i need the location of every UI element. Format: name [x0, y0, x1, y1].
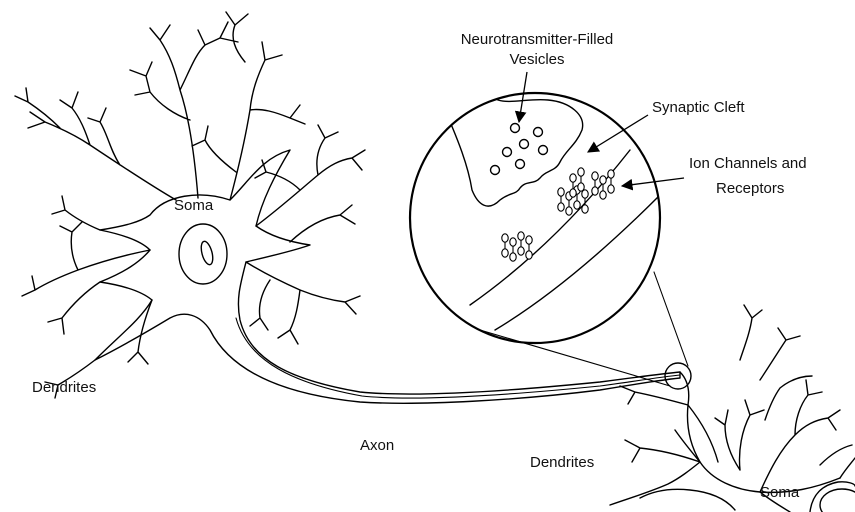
right-neuron: [610, 305, 855, 512]
label-ion-channels-line2: Receptors: [716, 180, 784, 197]
label-dendrites-right: Dendrites: [530, 454, 594, 471]
receptors: [502, 168, 614, 261]
label-ion-channels-line1: Ion Channels and: [689, 155, 807, 172]
synapse-magnified: [410, 80, 660, 343]
label-soma-left: Soma: [174, 197, 214, 214]
label-soma-right: Soma: [760, 484, 800, 501]
synaptic-cleft-arrow: [588, 115, 648, 152]
postsynaptic-membrane: [470, 150, 630, 305]
left-dendrites-upper: [15, 12, 305, 200]
label-synaptic-cleft: Synaptic Cleft: [652, 99, 745, 116]
label-vesicles-line1: Neurotransmitter-Filled: [461, 31, 614, 48]
right-soma-body: [610, 372, 840, 512]
left-nucleus: [179, 224, 227, 284]
vesicles: [491, 124, 548, 175]
presynaptic-terminal: [445, 80, 583, 206]
label-dendrites-left: Dendrites: [32, 379, 96, 396]
vesicles-arrow: [519, 72, 527, 122]
label-vesicles-line2: Vesicles: [509, 51, 564, 68]
label-axon: Axon: [360, 437, 394, 454]
